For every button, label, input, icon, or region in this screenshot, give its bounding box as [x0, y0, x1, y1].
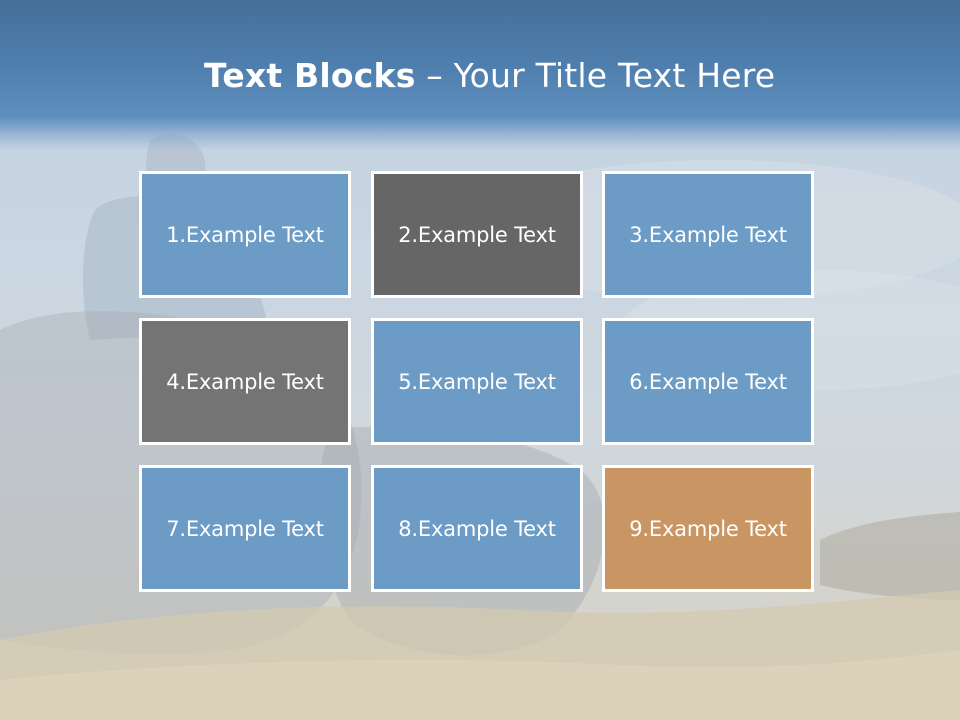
- text-block-label: 4.Example Text: [166, 369, 324, 394]
- title-rest: Your Title Text Here: [453, 56, 776, 95]
- slide-title: Text Blocks – Your Title Text Here: [204, 52, 775, 100]
- text-block-9[interactable]: 9.Example Text: [602, 465, 814, 592]
- text-block-label: 7.Example Text: [166, 516, 324, 541]
- text-block-3[interactable]: 3.Example Text: [602, 171, 814, 298]
- text-block-7[interactable]: 7.Example Text: [139, 465, 351, 592]
- text-block-1[interactable]: 1.Example Text: [139, 171, 351, 298]
- text-block-label: 6.Example Text: [629, 369, 787, 394]
- text-block-label: 2.Example Text: [398, 222, 556, 247]
- text-block-label: 9.Example Text: [629, 516, 787, 541]
- text-block-label: 3.Example Text: [629, 222, 787, 247]
- text-block-label: 1.Example Text: [166, 222, 324, 247]
- text-block-2[interactable]: 2.Example Text: [371, 171, 583, 298]
- text-block-8[interactable]: 8.Example Text: [371, 465, 583, 592]
- title-separator: –: [415, 56, 454, 95]
- text-block-label: 5.Example Text: [398, 369, 556, 394]
- text-block-6[interactable]: 6.Example Text: [602, 318, 814, 445]
- title-band: [0, 0, 960, 150]
- text-block-5[interactable]: 5.Example Text: [371, 318, 583, 445]
- title-bold: Text Blocks: [204, 56, 416, 95]
- text-block-label: 8.Example Text: [398, 516, 556, 541]
- text-block-4[interactable]: 4.Example Text: [139, 318, 351, 445]
